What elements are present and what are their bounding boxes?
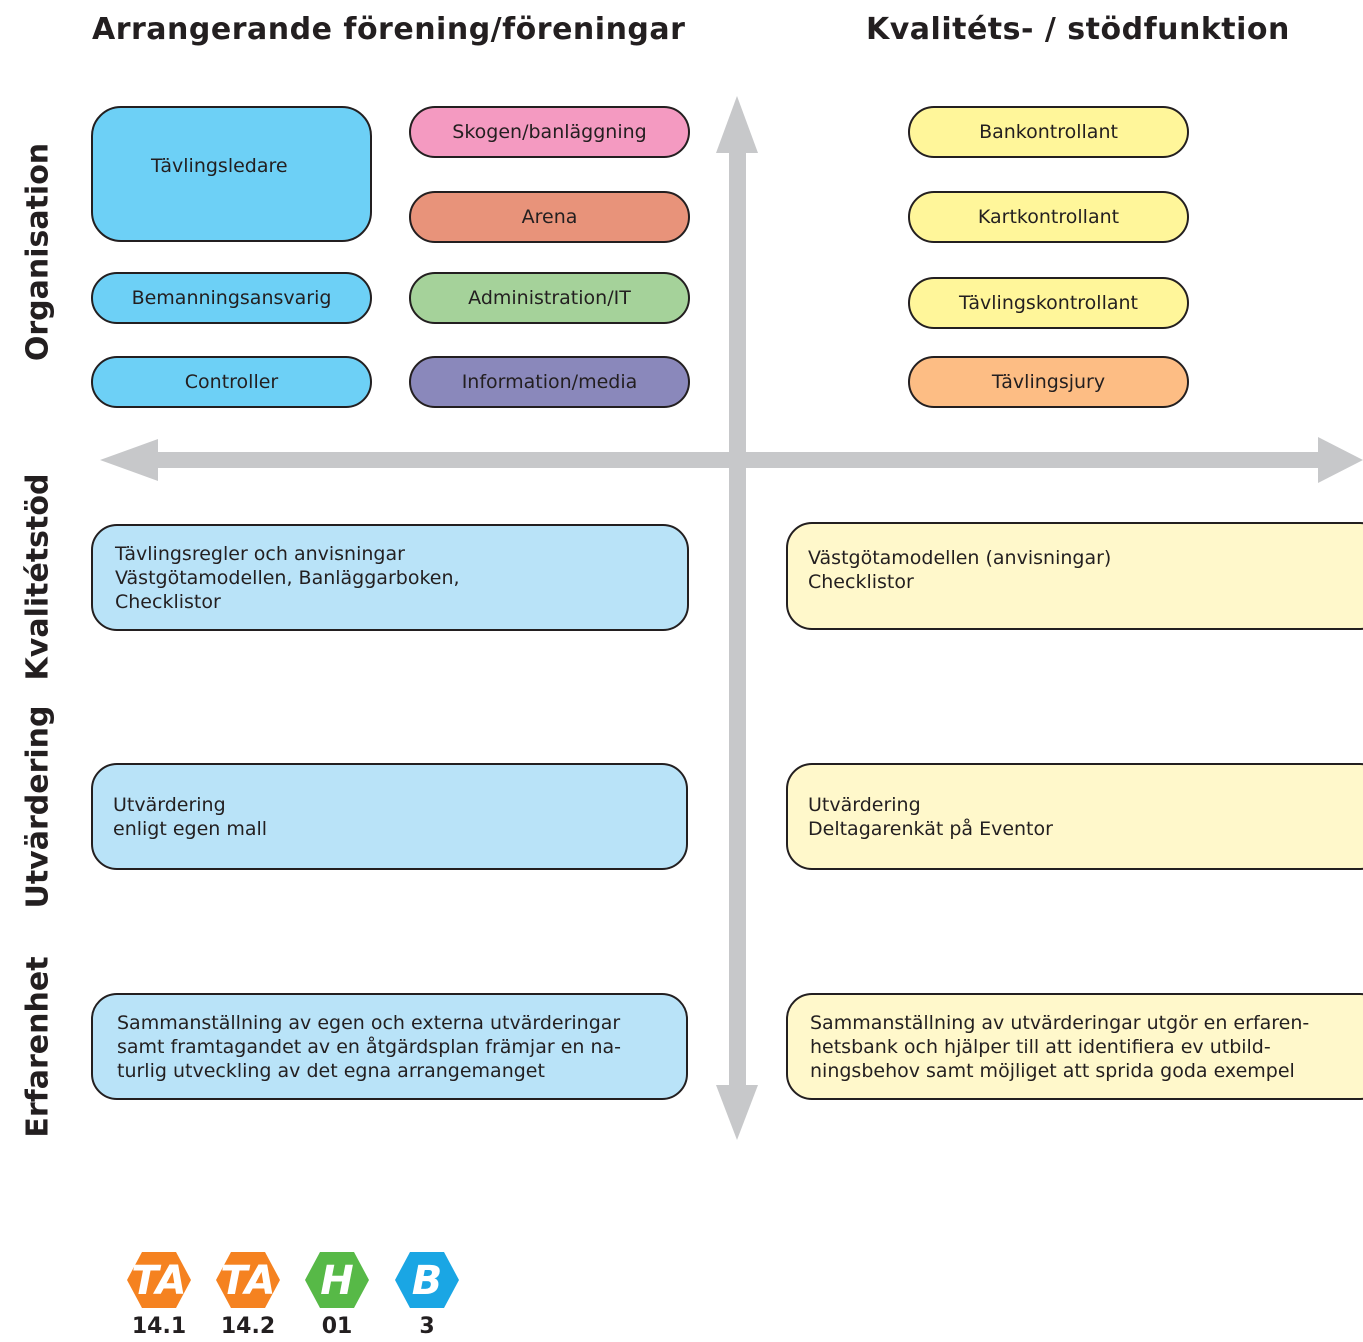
role-tavlingsledare-label: Tävlingsledare xyxy=(151,155,288,177)
left-column-heading: Arrangerande förening/föreningar xyxy=(92,12,686,47)
badge-number: 14.2 xyxy=(220,1314,276,1339)
badge-number: 14.1 xyxy=(131,1314,187,1339)
role-information-label: Information/media xyxy=(461,371,638,393)
role-kartkontrollant: Kartkontrollant xyxy=(908,191,1189,243)
role-arena: Arena xyxy=(409,191,690,243)
experience-right-line: Sammanställning av utvärderingar utgör e… xyxy=(810,1011,1310,1034)
hexagon-badge-icon xyxy=(395,1252,459,1308)
evaluation-right-line: Deltagarenkät på Eventor xyxy=(808,817,1053,840)
badge-h-01: H 01 xyxy=(304,1250,370,1338)
role-administration-it: Administration/IT xyxy=(409,272,690,324)
badge-number: 3 xyxy=(419,1314,435,1339)
role-bemanning-label: Bemanningsansvarig xyxy=(131,287,332,309)
role-tavlingsjury-label: Tävlingsjury xyxy=(991,371,1106,393)
vertical-axis-arrow xyxy=(716,96,758,1140)
evaluation-left-line: enligt egen mall xyxy=(113,817,268,840)
badge-b-3: B 3 xyxy=(394,1250,460,1338)
role-administration-label: Administration/IT xyxy=(468,287,631,309)
quality-support-left-line: Västgötamodellen, Banläggarboken, xyxy=(115,566,460,589)
experience-left-box: Sammanställning av egen och externa utvä… xyxy=(91,993,688,1100)
experience-right-box: Sammanställning av utvärderingar utgör e… xyxy=(786,993,1363,1100)
evaluation-left-line: Utvärdering xyxy=(113,793,226,816)
role-tavlingskontrollant-label: Tävlingskontrollant xyxy=(959,292,1138,314)
role-information-media: Information/media xyxy=(409,356,690,408)
role-skogen-banlaggning: Skogen/banläggning xyxy=(409,106,690,158)
quality-support-left-line: Tävlingsregler och anvisningar xyxy=(115,542,405,565)
role-tavlingsledare: Tävlingsledare xyxy=(91,106,372,242)
badge-letters: B xyxy=(411,1258,443,1304)
role-controller: Controller xyxy=(91,356,372,408)
role-arena-label: Arena xyxy=(521,206,578,228)
right-column-heading: Kvalitéts- / stödfunktion xyxy=(866,12,1290,47)
quality-support-left-box: Tävlingsregler och anvisningar Västgötam… xyxy=(91,524,689,631)
role-bankontrollant: Bankontrollant xyxy=(908,106,1189,158)
badge-ta-14-1: TA 14.1 xyxy=(126,1250,192,1338)
quality-support-right-line: Västgötamodellen (anvisningar) xyxy=(808,547,1112,569)
experience-left-line: turlig utveckling av det egna arrangeman… xyxy=(117,1059,545,1082)
role-skogen-label: Skogen/banläggning xyxy=(452,121,647,143)
role-bankontrollant-label: Bankontrollant xyxy=(979,121,1118,143)
role-bemanningsansvarig: Bemanningsansvarig xyxy=(91,272,372,324)
badge-letters: H xyxy=(320,1258,354,1304)
quality-support-left-line: Checklistor xyxy=(115,590,221,613)
experience-right-line: ningsbehov samt möjliget att sprida goda… xyxy=(810,1059,1295,1082)
hexagon-badge-icon xyxy=(127,1252,191,1308)
hexagon-badge-icon xyxy=(305,1252,369,1308)
horizontal-axis-arrow xyxy=(100,437,1363,483)
badge-letters: TA xyxy=(220,1258,276,1304)
evaluation-left-box: Utvärdering enligt egen mall xyxy=(91,763,688,870)
evaluation-right-box: Utvärdering Deltagarenkät på Eventor xyxy=(786,763,1363,870)
badge-letters: TA xyxy=(131,1258,187,1304)
experience-right-line: hetsbank och hjälper till att identifier… xyxy=(810,1035,1271,1058)
role-tavlingsjury: Tävlingsjury xyxy=(908,356,1189,408)
experience-left-line: Sammanställning av egen och externa utvä… xyxy=(117,1011,621,1034)
quality-support-right-line: Checklistor xyxy=(808,571,914,593)
hexagon-badge-icon xyxy=(216,1252,280,1308)
role-tavlingskontrollant: Tävlingskontrollant xyxy=(908,277,1189,329)
role-kartkontrollant-label: Kartkontrollant xyxy=(977,206,1120,228)
experience-left-line: samt framtagandet av en åtgärdsplan främ… xyxy=(117,1035,622,1058)
evaluation-right-line: Utvärdering xyxy=(808,793,921,816)
quality-support-right-box: Västgötamodellen (anvisningar) Checklist… xyxy=(786,522,1363,630)
badge-number: 01 xyxy=(321,1314,353,1339)
badge-ta-14-2: TA 14.2 xyxy=(215,1250,281,1338)
role-controller-label: Controller xyxy=(184,371,279,393)
